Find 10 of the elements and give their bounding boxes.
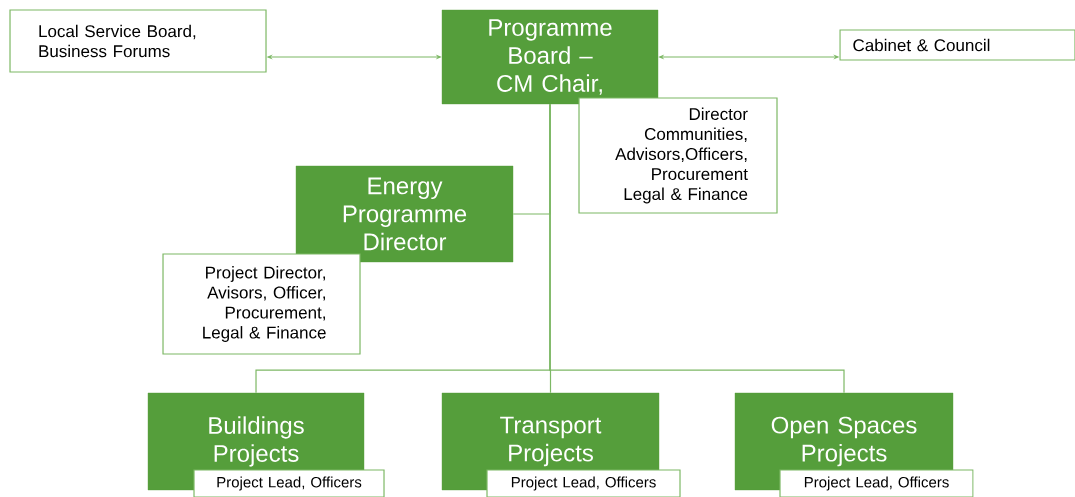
- members-box: Project Lead, Officers: [779, 469, 974, 497]
- members-box: Director Communities, Advisors,Officers, Procurement Legal & Finance: [578, 97, 778, 214]
- members-box: Local Service Board, Business Forums: [9, 9, 267, 73]
- members-box: Project Lead, Officers: [486, 469, 681, 497]
- members-box: Cabinet & Council: [839, 29, 1075, 61]
- members-box: Project Lead, Officers: [193, 469, 385, 497]
- role-box: Programme Board – CM Chair,: [441, 9, 659, 105]
- connector: [549, 103, 845, 394]
- members-box: Project Director, Avisors, Officer, Procurement, Legal & Finance: [162, 253, 361, 355]
- role-box: Energy Programme Director: [295, 165, 514, 263]
